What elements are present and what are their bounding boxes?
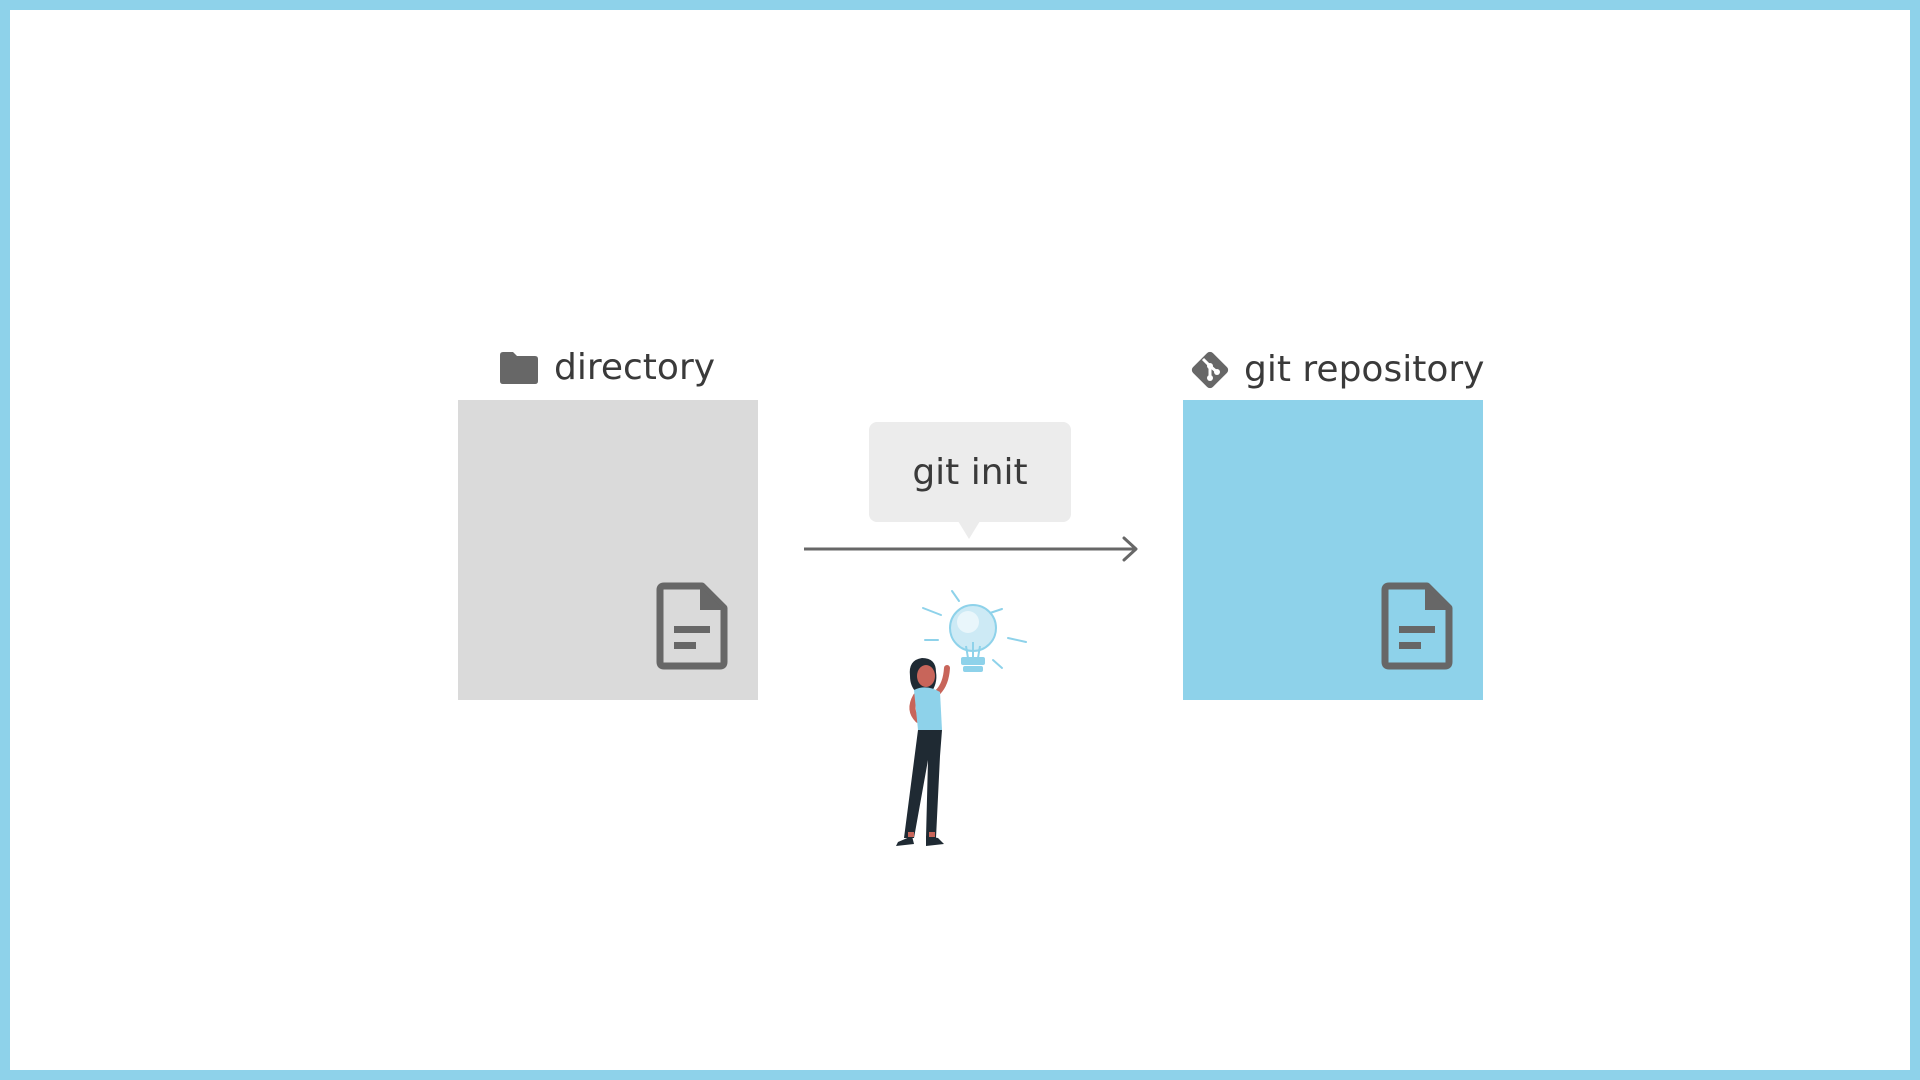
git-icon	[1190, 350, 1230, 390]
git-repository-heading: git repository	[1190, 350, 1484, 390]
directory-box	[458, 400, 758, 700]
directory-heading: directory	[498, 350, 715, 386]
command-label: git init	[912, 451, 1028, 493]
git-repository-label: git repository	[1244, 349, 1485, 390]
document-icon	[656, 582, 728, 675]
git-init-command-bubble: git init	[869, 422, 1071, 522]
light-rays	[922, 590, 1027, 669]
person-with-lightbulb-illustration	[850, 580, 1050, 865]
git-repository-box	[1183, 400, 1483, 700]
document-icon	[1381, 582, 1453, 675]
bubble-tail	[958, 521, 980, 539]
folder-icon	[498, 351, 540, 385]
transition-arrow	[802, 534, 1142, 569]
directory-label: directory	[554, 347, 716, 388]
lightbulb-icon	[949, 604, 997, 672]
